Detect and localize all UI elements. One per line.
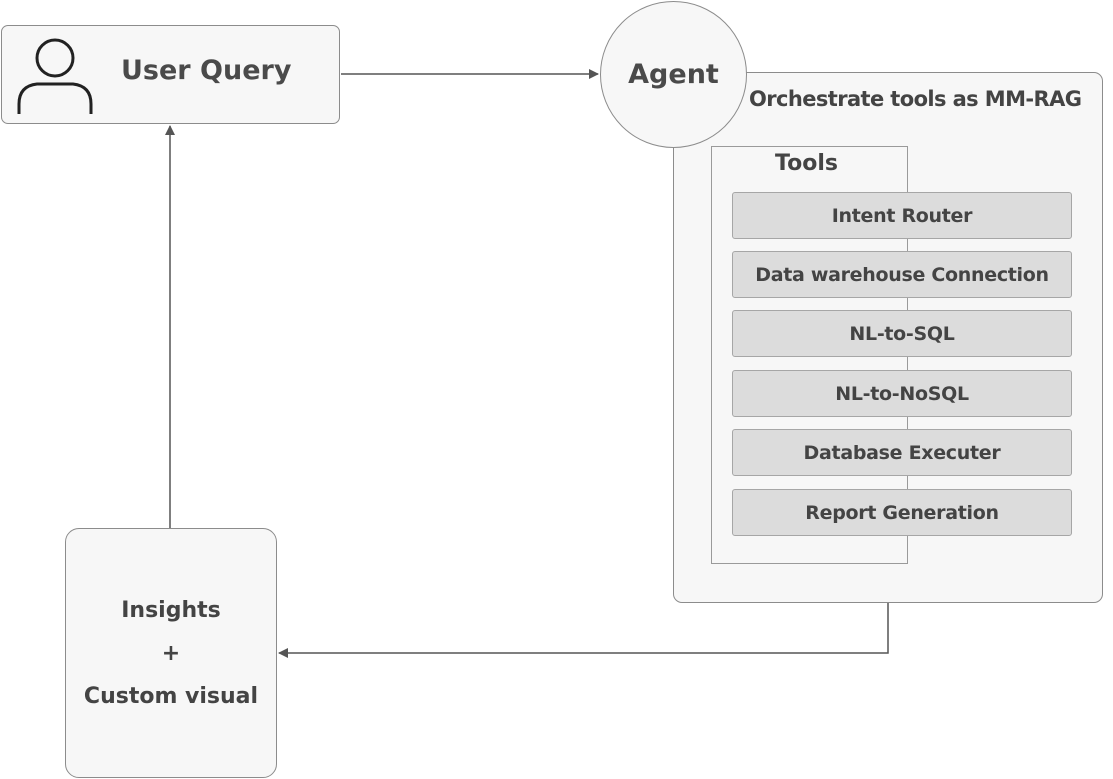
user-icon	[17, 38, 93, 114]
insights-label: Insights	[121, 597, 221, 623]
tool-nl-to-sql: NL-to-SQL	[732, 310, 1072, 357]
tool-report-generation: Report Generation	[732, 489, 1072, 536]
tool-nl-to-nosql: NL-to-NoSQL	[732, 370, 1072, 417]
arrow-orchestrator-to-insights	[278, 603, 889, 658]
agent-label: Agent	[628, 59, 719, 90]
tool-intent-router: Intent Router	[732, 192, 1072, 239]
user-query-label: User Query	[121, 55, 292, 86]
plus-sign: +	[161, 640, 181, 666]
agent-node: Agent	[600, 1, 747, 148]
insights-output-box: Insights + Custom visual	[65, 528, 277, 778]
user-query-box: User Query	[1, 25, 340, 124]
tools-title: Tools	[775, 151, 838, 176]
tool-database-executer: Database Executer	[732, 429, 1072, 476]
custom-visual-label: Custom visual	[83, 683, 259, 709]
orchestration-label: Orchestrate tools as MM-RAG	[749, 87, 1082, 111]
tool-data-warehouse-connection: Data warehouse Connection	[732, 251, 1072, 298]
